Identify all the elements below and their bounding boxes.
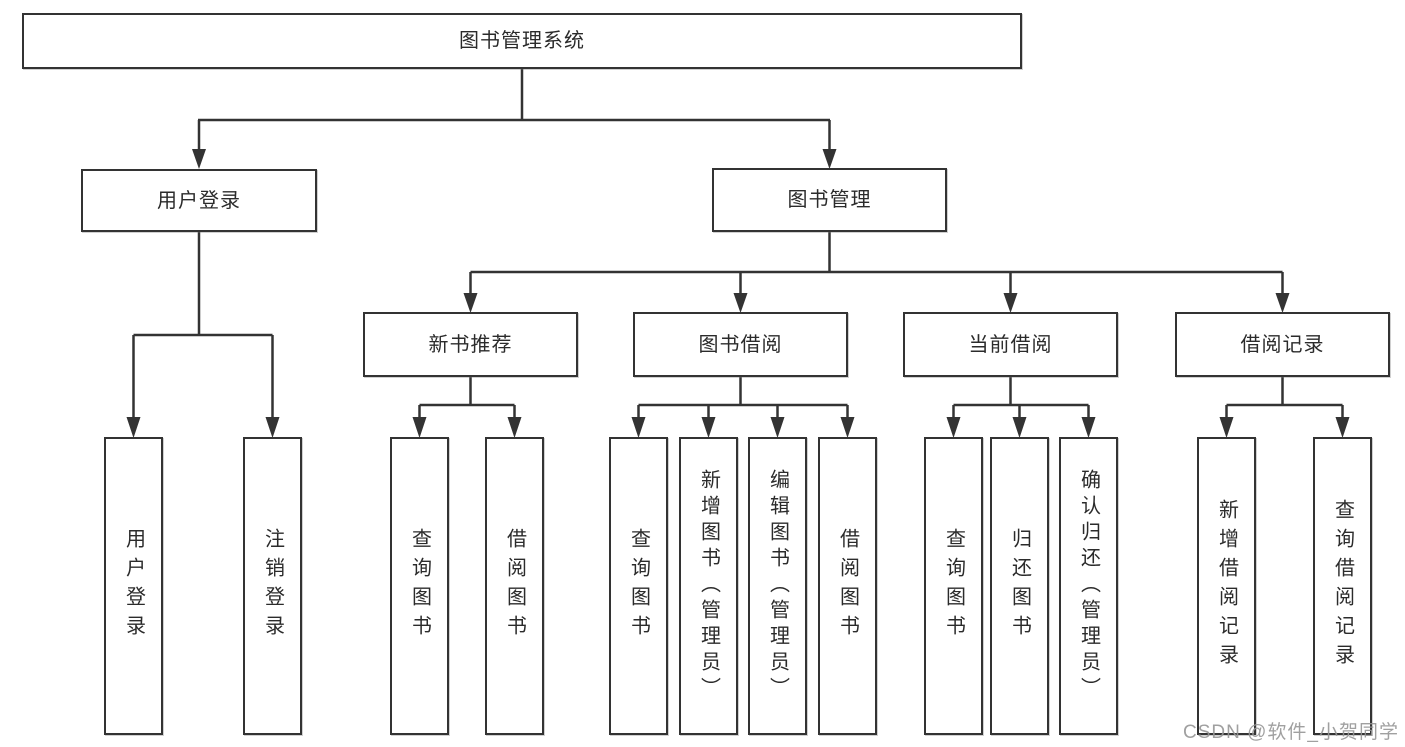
node-book-borrowing-label: 图书借阅 xyxy=(698,333,783,356)
node-book-management-label: 图书管理 xyxy=(787,189,872,211)
node-current-borrowing: 当前借阅 xyxy=(903,312,1118,377)
node-user-login: 用户登录 xyxy=(81,169,317,232)
leaf-add-borrow-record-label: 新增借阅记录 xyxy=(1215,499,1238,673)
leaf-query-books-2: 查询图书 xyxy=(609,437,668,735)
connector-records-to-leaves xyxy=(1225,377,1344,418)
leaf-query-borrow-record-label: 查询借阅记录 xyxy=(1331,499,1354,673)
leaf-add-borrow-record: 新增借阅记录 xyxy=(1197,437,1256,735)
leaf-edit-book-admin-label: 编辑图书（管理员） xyxy=(766,469,789,703)
leaf-confirm-return-admin-label: 确认归还（管理员） xyxy=(1077,469,1100,703)
leaf-edit-book-admin: 编辑图书（管理员） xyxy=(748,437,807,735)
node-user-login-label: 用户登录 xyxy=(157,189,241,212)
leaf-logout: 注销登录 xyxy=(243,437,302,735)
leaf-query-books-1: 查询图书 xyxy=(390,437,449,735)
leaf-query-books-2-label: 查询图书 xyxy=(627,528,650,644)
arrowheads-level4 xyxy=(126,417,1350,438)
connector-newbook-to-leaves xyxy=(418,377,516,418)
leaf-query-books-3: 查询图书 xyxy=(924,437,983,735)
node-book-borrowing: 图书借阅 xyxy=(633,312,848,377)
leaf-query-books-3-label: 查询图书 xyxy=(942,528,965,644)
connector-bookborrow-to-leaves xyxy=(637,377,849,418)
leaf-borrow-books-2-label: 借阅图书 xyxy=(836,528,859,644)
node-current-borrowing-label: 当前借阅 xyxy=(968,333,1053,356)
leaf-return-books: 归还图书 xyxy=(990,437,1049,735)
node-new-book-recommend: 新书推荐 xyxy=(363,312,578,377)
connector-userlogin-to-leaves xyxy=(132,232,274,418)
leaf-query-books-1-label: 查询图书 xyxy=(408,528,431,644)
connector-bookmgmt-to-level3 xyxy=(469,232,1284,294)
node-root-label: 图书管理系统 xyxy=(459,30,585,52)
node-root: 图书管理系统 xyxy=(22,13,1022,69)
leaf-borrow-books-2: 借阅图书 xyxy=(818,437,877,735)
node-borrowing-records: 借阅记录 xyxy=(1175,312,1390,377)
connector-root-to-level2 xyxy=(197,69,831,150)
node-new-book-recommend-label: 新书推荐 xyxy=(428,333,513,356)
leaf-add-book-admin: 新增图书（管理员） xyxy=(679,437,738,735)
leaf-add-book-admin-label: 新增图书（管理员） xyxy=(697,469,720,703)
node-book-management: 图书管理 xyxy=(712,168,947,232)
leaf-borrow-books-1: 借阅图书 xyxy=(485,437,544,735)
leaf-return-books-label: 归还图书 xyxy=(1008,528,1031,644)
connector-currentborrow-to-leaves xyxy=(952,377,1090,418)
csdn-watermark: CSDN @软件_小贺同学 xyxy=(1183,722,1399,743)
arrowheads-level3 xyxy=(463,293,1290,313)
leaf-user-login: 用户登录 xyxy=(104,437,163,735)
leaf-borrow-books-1-label: 借阅图书 xyxy=(503,528,526,644)
leaf-confirm-return-admin: 确认归还（管理员） xyxy=(1059,437,1118,735)
leaf-user-login-label: 用户登录 xyxy=(122,528,145,644)
arrowheads-level2 xyxy=(192,149,837,169)
leaf-query-borrow-record: 查询借阅记录 xyxy=(1313,437,1372,735)
leaf-logout-label: 注销登录 xyxy=(261,528,284,644)
node-borrowing-records-label: 借阅记录 xyxy=(1240,333,1325,356)
